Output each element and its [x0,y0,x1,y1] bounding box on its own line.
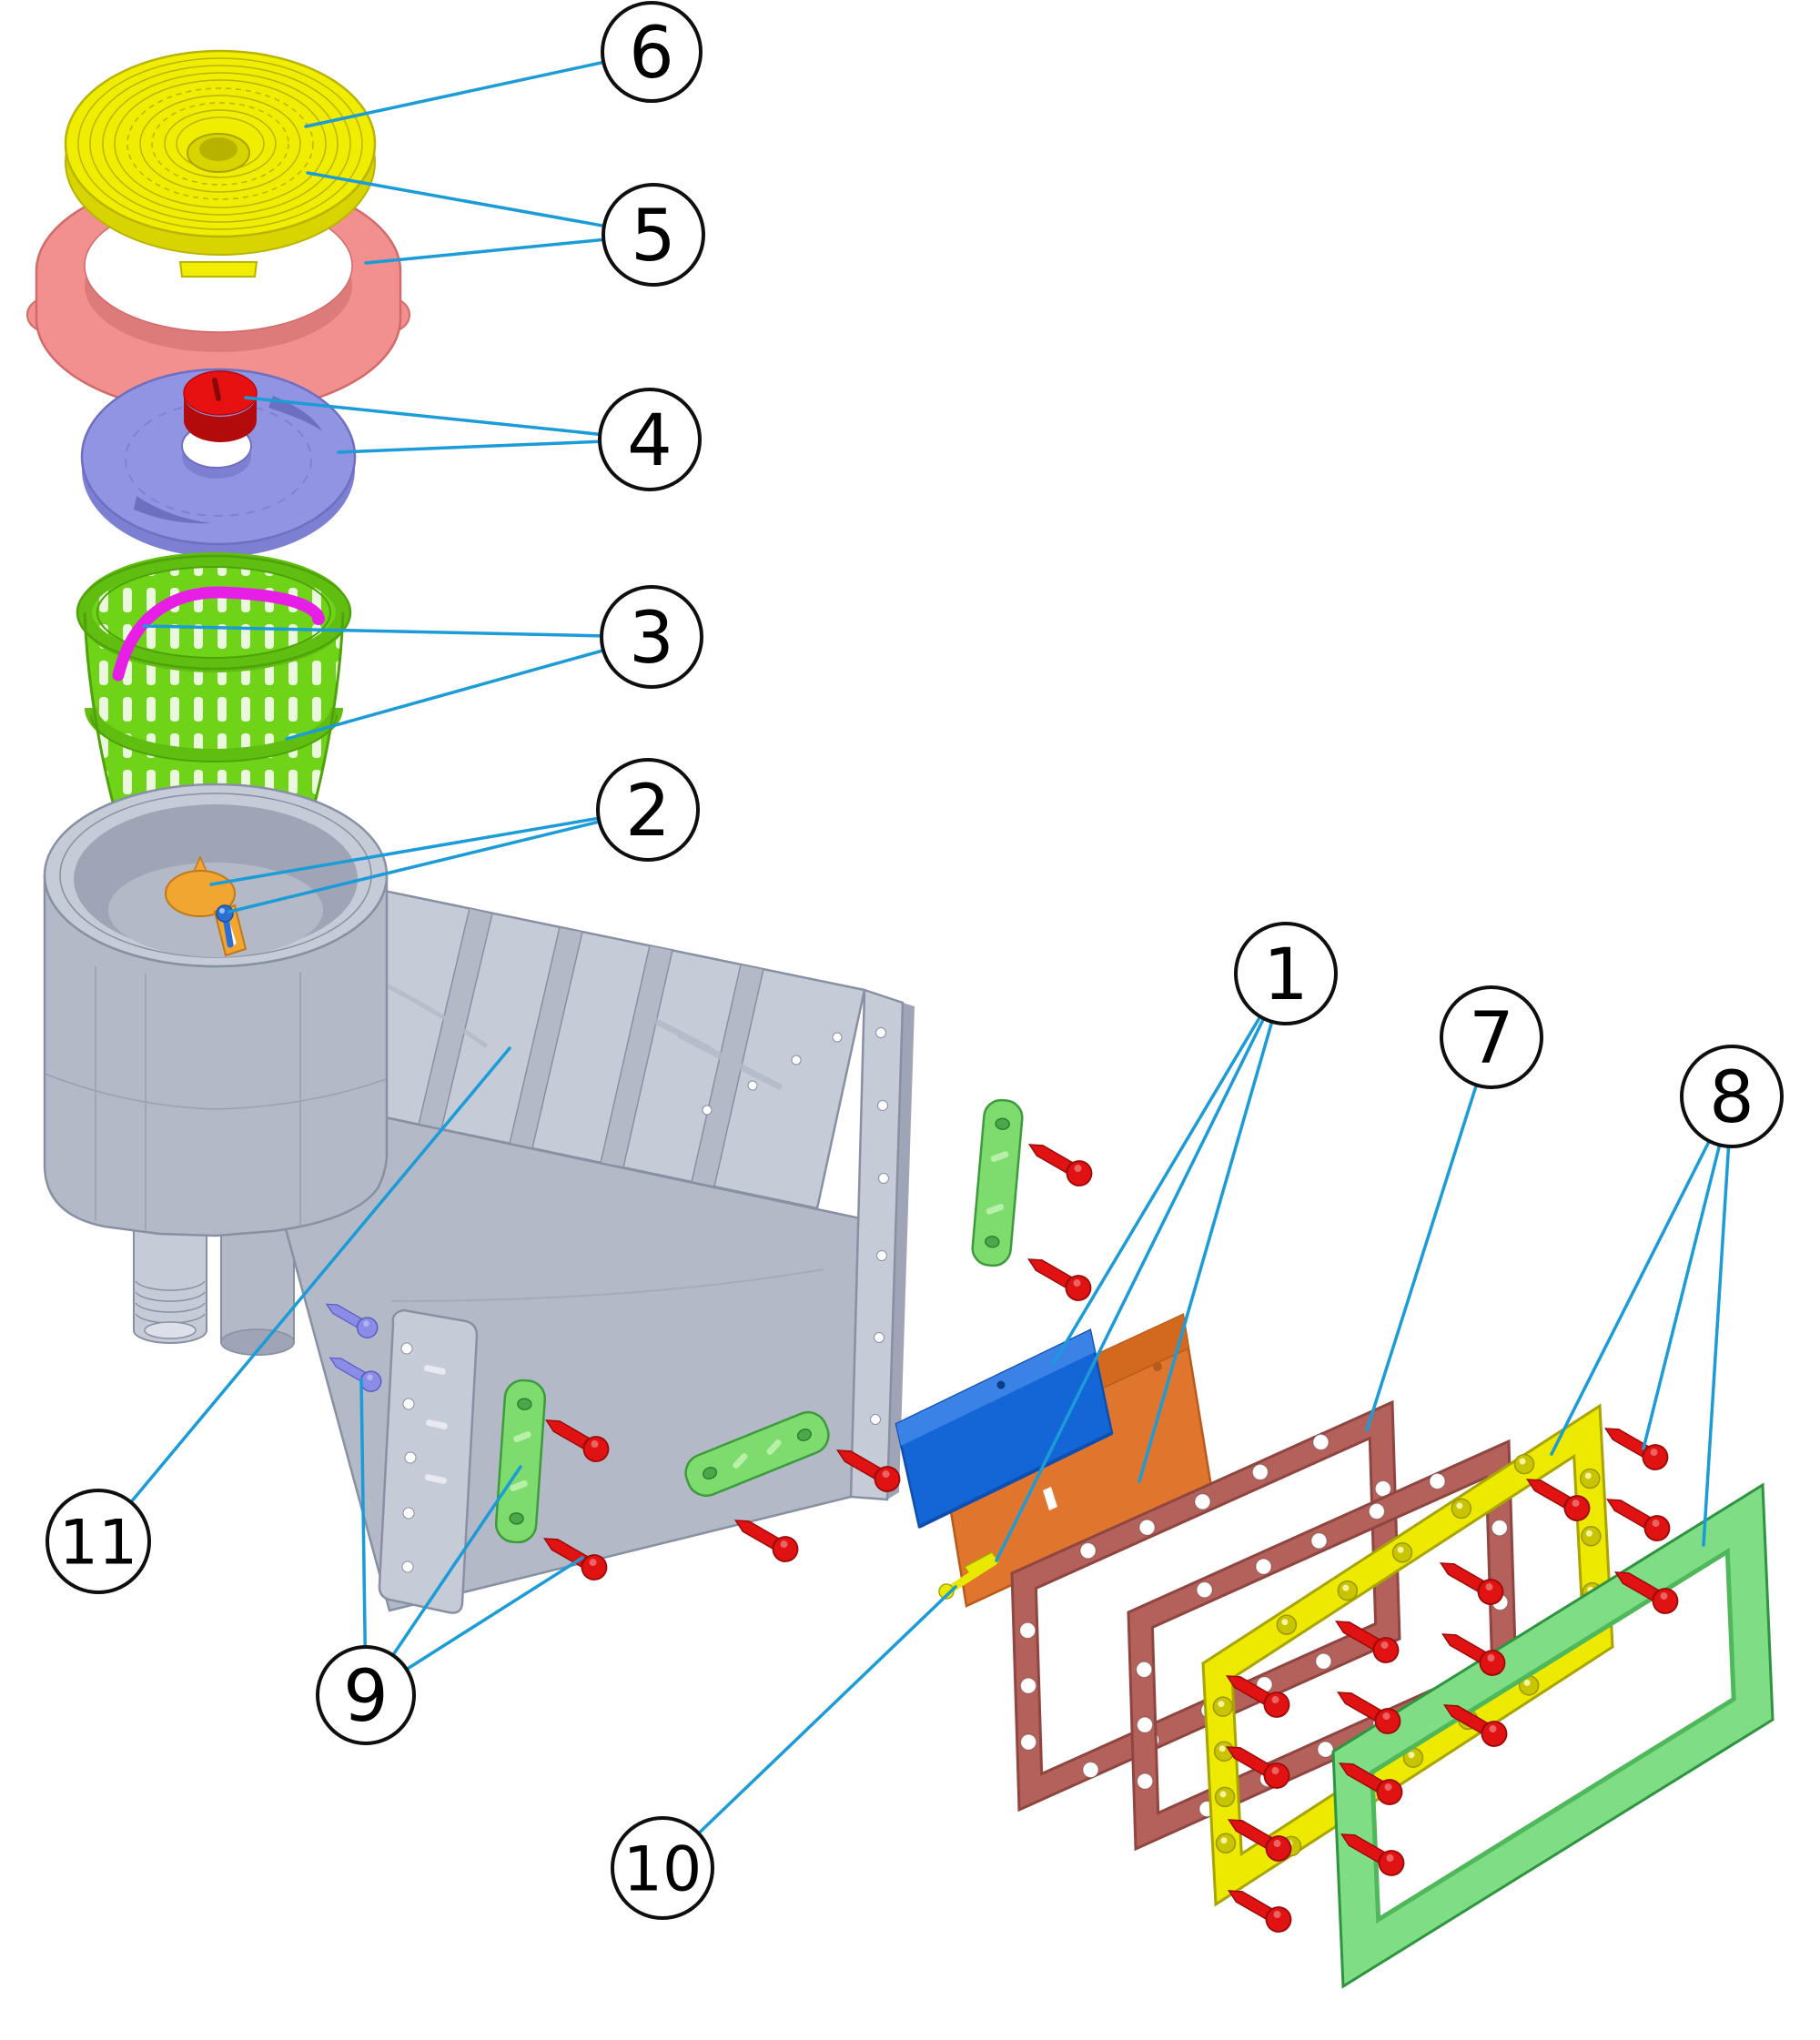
callout-number-10: 10 [623,1833,703,1905]
callout-balloons: 1 2 3 4 5 6 7 8 9 10 11 [46,1,1784,1920]
screw [1026,1258,1092,1301]
screw [1441,1633,1506,1676]
screw [1027,1144,1093,1187]
screw [1340,1833,1405,1876]
callout-3: 3 [600,585,703,689]
leader-line-4 [337,439,602,454]
lid-concentric-grooves [77,57,363,230]
callout-9: 9 [316,1645,416,1745]
callout-10: 10 [611,1816,714,1920]
leader-line-3 [285,649,605,741]
fixing-screws [325,1144,1679,1933]
callout-11: 11 [46,1489,151,1594]
leader-line-2 [209,816,601,886]
screw [1605,1499,1671,1541]
disc-slot [268,396,322,431]
screw [1227,1890,1292,1933]
plate-holes [400,1342,417,1573]
leader-line-9 [405,1556,584,1671]
leader-line-5 [306,171,606,228]
leader-line-3 [142,624,603,638]
disc-slot [134,496,211,524]
screw [733,1520,799,1562]
callout-7: 7 [1440,985,1543,1089]
callout-number-3: 3 [629,598,674,680]
screw [1603,1428,1669,1470]
leader-line-6 [304,60,605,128]
barrel-facet-lines [44,966,387,1230]
skimmer-body [43,783,915,1614]
callout-number-11: 11 [59,1507,138,1579]
screw [329,1357,382,1392]
callout-8: 8 [1680,1045,1784,1148]
callout-number-1: 1 [1263,934,1309,1016]
screw [1439,1562,1504,1605]
regulator-disc [80,368,357,557]
locking-clip [971,1098,1024,1267]
callout-leader-lines [129,60,1731,1835]
frame-and-gasket-stack [1010,1399,1774,1989]
regulator-knob [183,370,258,442]
leader-line-8 [1702,1145,1731,1547]
leader-line-7 [1365,1083,1479,1432]
mounting-plate [378,1308,479,1614]
callout-5: 5 [602,183,705,287]
duct-grooves [644,1014,783,1090]
locking-clip [494,1379,547,1544]
leader-line-8 [1642,1143,1722,1450]
screw [1525,1479,1591,1521]
face-frame-green [1331,1482,1774,1989]
basket-handle [112,586,325,682]
screw [1334,1621,1400,1663]
vacuum-plate-screw [216,904,234,948]
leader-line-11 [129,1046,511,1504]
screw [1225,1746,1290,1789]
plate-slots [423,1365,448,1484]
locking-clips [494,1098,1024,1544]
screw [1227,1819,1292,1862]
orange-flap-slot [1043,1487,1057,1510]
callout-2: 2 [596,758,700,862]
screw [544,1419,610,1462]
screw [1225,1675,1290,1718]
callout-number-8: 8 [1709,1057,1754,1139]
screw [1338,1762,1403,1805]
callout-number-6: 6 [629,13,674,95]
leader-line-1 [995,1016,1266,1562]
callout-number-5: 5 [631,196,676,278]
callout-number-9: 9 [343,1656,389,1738]
blue-flap [895,1328,1114,1529]
leader-line-8 [1550,1139,1712,1456]
leader-line-2 [228,820,602,914]
callout-1: 1 [1234,922,1338,1025]
screw [325,1303,379,1338]
callout-number-4: 4 [627,400,672,482]
leader-line-9 [359,1378,367,1649]
leader-line-4 [244,396,602,437]
leader-line-9 [390,1465,522,1657]
locking-clip [684,1410,830,1498]
leader-line-1 [1138,1020,1274,1483]
screw [835,1449,901,1492]
screw [1613,1571,1679,1614]
callout-6: 6 [601,1,703,103]
skimmer-lid [64,49,377,278]
screw [1442,1704,1508,1747]
callout-number-2: 2 [625,771,671,853]
outlet-flange [702,988,915,1501]
leader-line-5 [364,237,606,265]
leader-line-10 [696,1585,957,1835]
lid-latch-tab [178,261,258,278]
callout-4: 4 [598,388,702,491]
leader-line-1 [1052,1015,1262,1365]
callout-number-7: 7 [1469,998,1514,1080]
flange-screw-holes [702,1027,889,1425]
screw [1336,1692,1401,1734]
vacuum-plate [165,855,248,957]
